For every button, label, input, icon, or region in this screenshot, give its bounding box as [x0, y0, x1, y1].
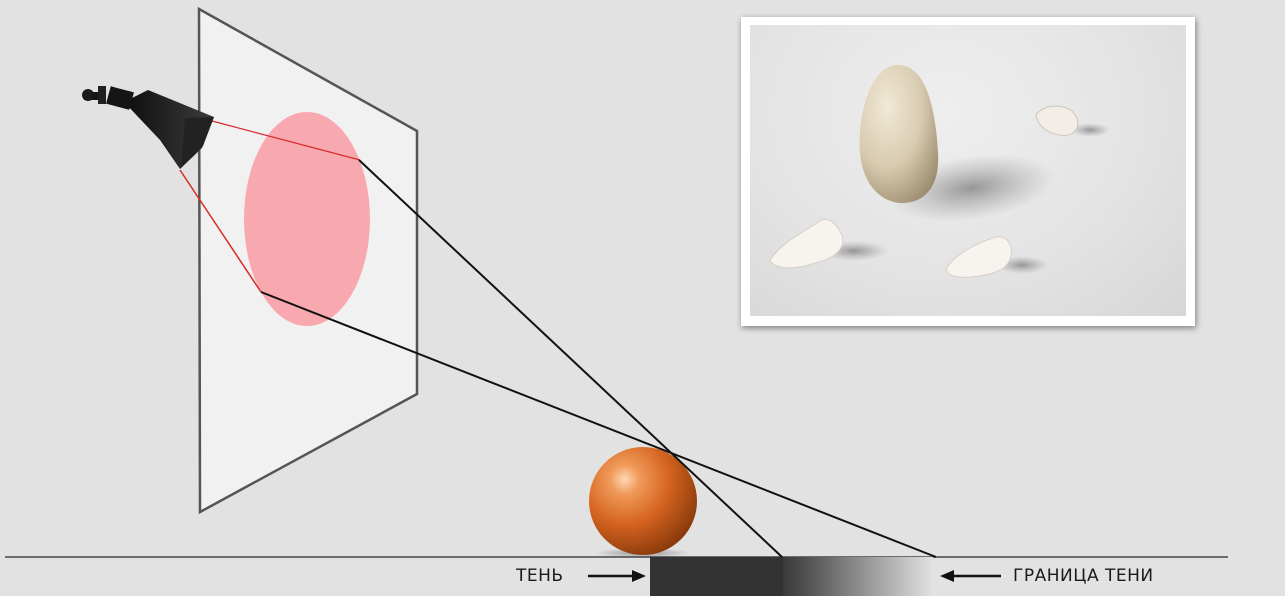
- seashell-top: [1036, 106, 1078, 135]
- shadow-label: ТЕНЬ: [516, 566, 564, 586]
- example-photo-frame: [741, 17, 1195, 326]
- tangent-line-top: [359, 160, 782, 557]
- umbra-shadow: [650, 557, 783, 596]
- shadow-border-label: ГРАНИЦА ТЕНИ: [1013, 566, 1154, 586]
- arrow-left-icon: [940, 570, 1001, 582]
- example-photo: [750, 25, 1186, 316]
- penumbra-shadow: [783, 557, 933, 596]
- egg: [860, 65, 939, 203]
- light-spot: [244, 112, 370, 326]
- spotlight-icon: [82, 86, 214, 169]
- seashell-right: [946, 237, 1011, 278]
- seashell-left: [770, 219, 843, 268]
- arrow-right-icon: [588, 570, 646, 582]
